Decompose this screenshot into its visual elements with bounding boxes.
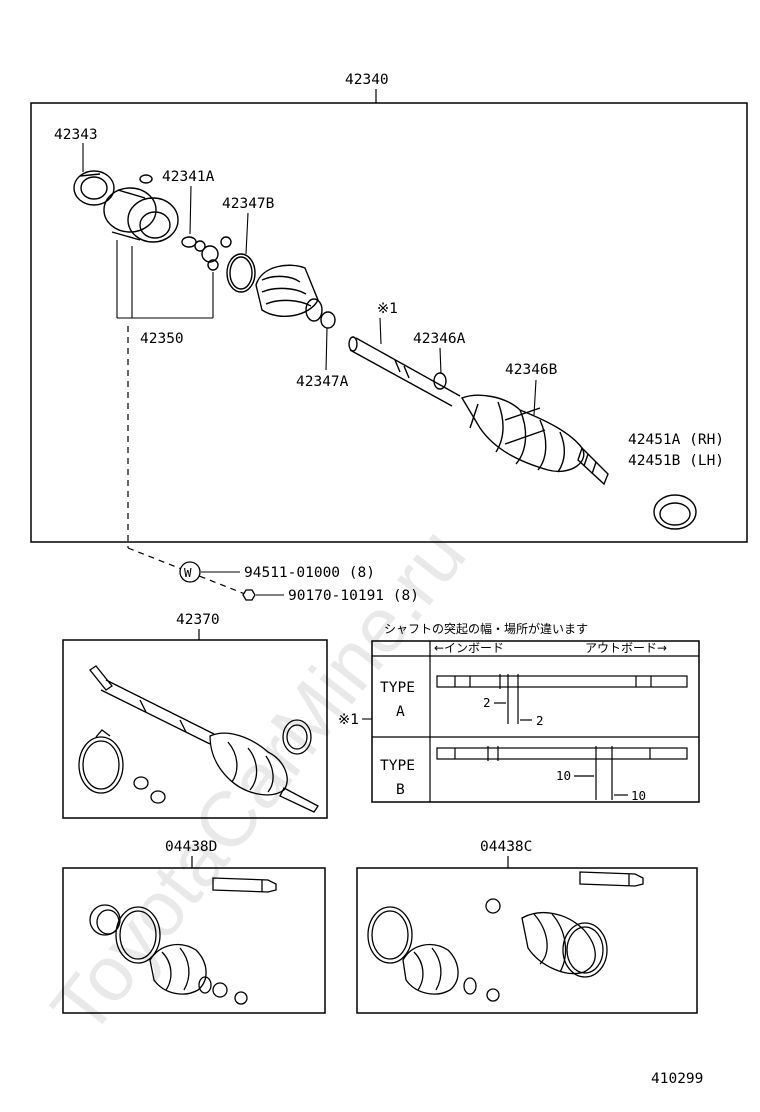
fastener-leader bbox=[127, 326, 246, 595]
main-assembly-frame bbox=[30, 102, 748, 543]
bracket-42350 bbox=[116, 240, 214, 319]
dim-a2: 2 bbox=[536, 713, 544, 728]
label-42346a: 42346A bbox=[413, 331, 466, 347]
header-inboard: ←インボード bbox=[434, 641, 504, 655]
label-fastener-94511: 94511-01000 (8) bbox=[244, 565, 375, 581]
diagram-id: 410299 bbox=[651, 1071, 703, 1087]
note-ref-label: ※1 bbox=[338, 712, 359, 728]
label-04438d: 04438D bbox=[165, 839, 217, 855]
kit-d-drawing bbox=[89, 877, 277, 1005]
label-42451a: 42451A (RH) bbox=[628, 432, 724, 448]
note-caption: シャフトの突起の幅・場所が違います bbox=[384, 621, 588, 636]
row-b-type: TYPE bbox=[380, 758, 415, 774]
label-fastener-90170: 90170-10191 (8) bbox=[288, 588, 419, 604]
label-42341a: 42341A bbox=[162, 169, 215, 185]
row-b-letter: B bbox=[396, 782, 405, 798]
label-04438c: 04438C bbox=[480, 839, 532, 855]
kit-d-frame bbox=[62, 867, 326, 1014]
label-note-ref: ※1 bbox=[377, 301, 398, 317]
washer-icon bbox=[179, 561, 201, 583]
type-a-shaft bbox=[436, 674, 688, 724]
label-42343: 42343 bbox=[54, 127, 98, 143]
type-b-shaft bbox=[436, 746, 688, 800]
label-42370: 42370 bbox=[176, 612, 220, 628]
shaft-assembly-frame bbox=[62, 639, 328, 819]
label-42350: 42350 bbox=[140, 331, 184, 347]
header-outboard: アウトボード→ bbox=[585, 641, 667, 655]
label-42451b: 42451B (LH) bbox=[628, 453, 724, 469]
note-table bbox=[371, 640, 700, 803]
shaft-assembly-drawing bbox=[78, 665, 319, 813]
label-42347a: 42347A bbox=[296, 374, 349, 390]
label-42340: 42340 bbox=[345, 72, 389, 88]
label-42346b: 42346B bbox=[505, 362, 558, 378]
kit-c-frame bbox=[356, 867, 698, 1014]
kit-c-drawing bbox=[367, 871, 644, 1002]
washer-symbol: W bbox=[184, 565, 192, 580]
row-a-type: TYPE bbox=[380, 680, 415, 696]
main-assembly-drawing bbox=[73, 170, 697, 530]
nut-icon bbox=[242, 589, 256, 601]
row-a-letter: A bbox=[396, 704, 405, 720]
label-42347b: 42347B bbox=[222, 196, 275, 212]
dim-b1: 10 bbox=[556, 768, 571, 783]
dim-a1: 2 bbox=[483, 695, 491, 710]
dim-b2: 10 bbox=[631, 788, 646, 803]
